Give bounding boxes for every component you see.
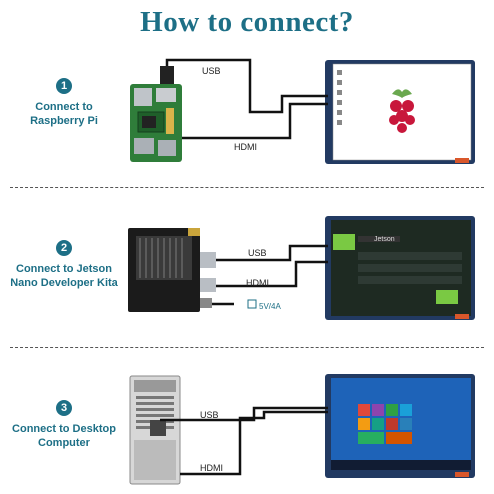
jetson-nano-board [128,228,216,312]
step-2-hdmi-label: HDMI [246,278,269,288]
step-2-usb-label: USB [248,248,267,258]
step-3-hdmi-label: HDMI [200,463,223,473]
cables-2 [212,246,328,304]
step-1-hdmi-label: HDMI [234,142,257,152]
desktop-tower [130,376,180,484]
jetson-screen-text: Jetson [374,236,395,243]
step-3-usb-label: USB [200,410,219,420]
step-1-usb-label: USB [202,66,221,76]
raspberry-pi-board [130,66,182,162]
monitor-2 [325,216,475,320]
monitor-3 [325,374,475,478]
cables-3 [160,408,328,474]
step-2-power-label: 5V/4A [259,302,281,311]
cables-1 [167,60,328,138]
power-icon [248,300,256,308]
